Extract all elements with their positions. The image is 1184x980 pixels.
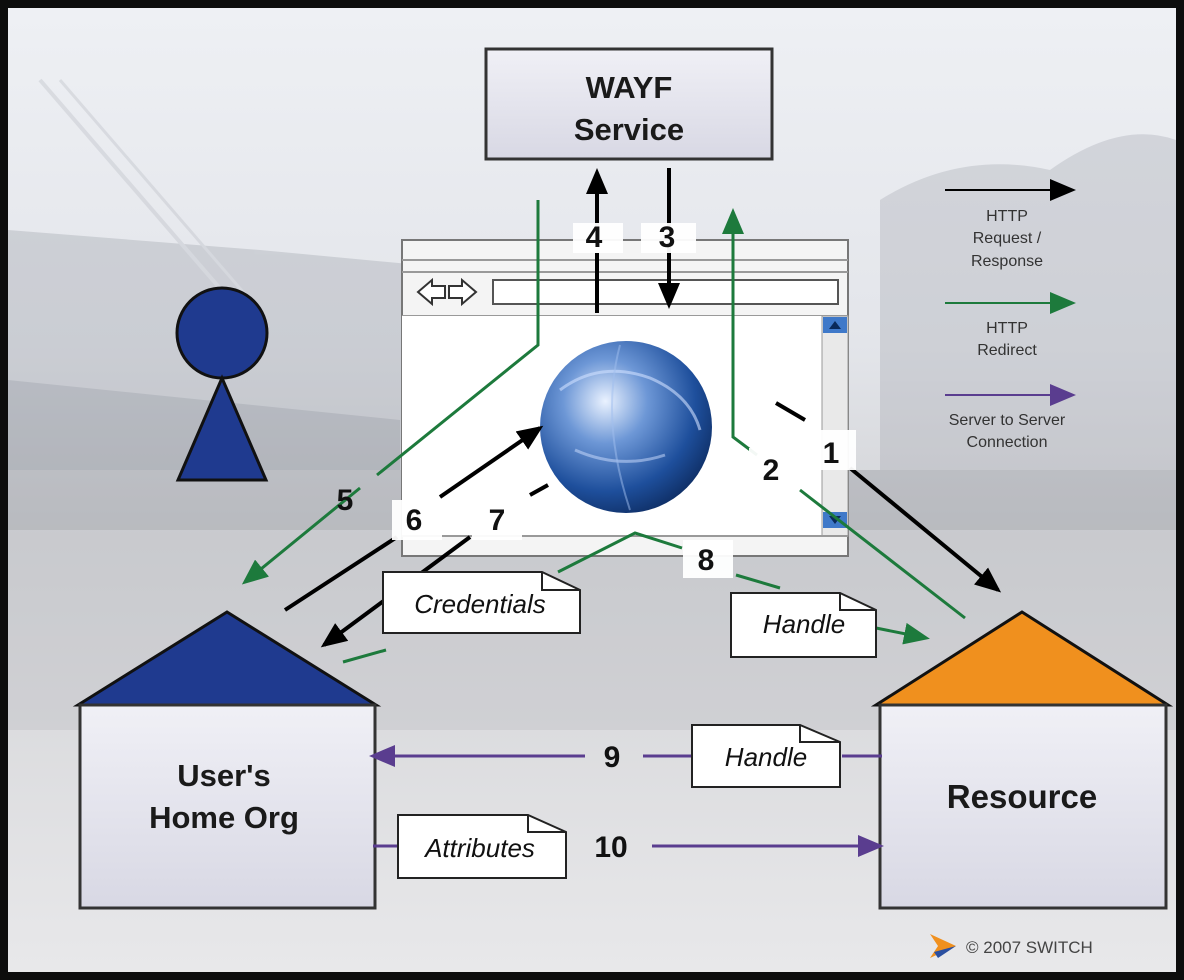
arrow-1-segment-b [848, 466, 1002, 593]
step-6-bg [392, 500, 442, 540]
step-8-bg [683, 540, 733, 578]
arrow-2-lower [799, 488, 966, 620]
step-4-bg [573, 223, 623, 253]
wayf-service-box [484, 47, 774, 161]
step-8-label: 8 [698, 544, 715, 577]
wayf-title-line2: Service [574, 112, 684, 147]
globe-icon [540, 341, 712, 513]
copyright-text: © 2007 SWITCH [966, 938, 1093, 957]
arrow-1-segment-a [774, 401, 807, 422]
step-7-bg [472, 500, 522, 540]
arrow-6-base [283, 535, 399, 612]
home-org-house [72, 610, 382, 910]
step-6-label: 6 [406, 504, 423, 537]
handle-note-browser [730, 592, 877, 658]
step-5-label: 5 [337, 484, 354, 517]
arrow-5-upper [376, 200, 540, 477]
legend-redirect-line2: Redirect [977, 342, 1037, 359]
step-4-label: 4 [586, 221, 603, 254]
handle-note-server [691, 724, 841, 788]
resource-label: Resource [947, 778, 1097, 815]
legend-http-line1: HTTP [986, 208, 1028, 225]
home-org-box [78, 703, 377, 910]
attributes-note-label: Attributes [423, 833, 535, 863]
legend-redirect-line1: HTTP [986, 320, 1028, 337]
resource-box [878, 703, 1168, 910]
switch-logo-icon [930, 934, 956, 958]
arrow-5-lower [241, 486, 361, 585]
home-org-label-line1: User's [177, 758, 271, 793]
attributes-note [397, 814, 567, 879]
arrow-7-segment-a [529, 483, 549, 497]
step-9-label: 9 [604, 741, 621, 774]
credentials-note [382, 571, 581, 634]
wayf-title-line1: WAYF [586, 70, 673, 105]
resource-house [870, 610, 1174, 910]
forward-arrow-icon [448, 277, 478, 307]
step-3-label: 3 [659, 221, 676, 254]
address-bar [492, 279, 839, 305]
arrow-8-mid [735, 573, 781, 590]
handle-note-server-label: Handle [725, 742, 807, 772]
step-10-label: 10 [594, 831, 627, 864]
user-figure-icon [175, 286, 269, 482]
arrow-8-end [875, 622, 930, 645]
legend-http-line2: Request / [973, 230, 1042, 247]
arrow-8-upper [557, 531, 683, 574]
step-2-bg [749, 448, 797, 488]
step-2-label: 2 [763, 454, 780, 487]
step-1-label: 1 [823, 437, 840, 470]
home-org-label-line2: Home Org [149, 800, 299, 835]
step-7-label: 7 [489, 504, 506, 537]
legend-server-line2: Connection [967, 434, 1048, 451]
arrow-8-left-stub [342, 648, 387, 664]
arrow-6-request [438, 425, 544, 499]
back-arrow-icon [416, 277, 446, 307]
legend-server-line1: Server to Server [949, 412, 1066, 429]
step-1-bg [806, 430, 856, 470]
step-3-bg [641, 223, 696, 253]
legend-http-line3: Response [971, 253, 1043, 270]
scrollbar [821, 315, 849, 537]
handle-note-browser-label: Handle [763, 609, 845, 639]
credentials-note-label: Credentials [414, 589, 546, 619]
